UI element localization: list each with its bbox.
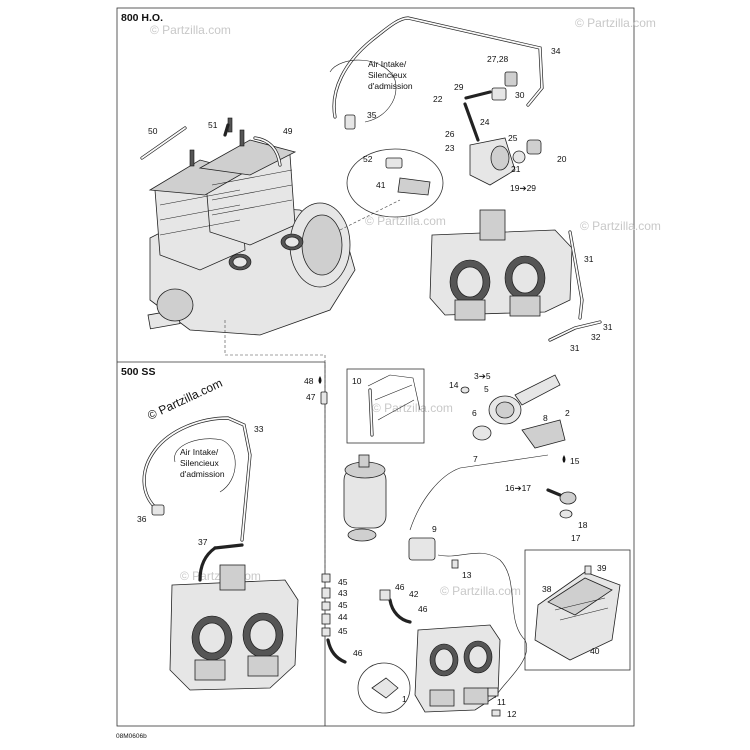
callout-3-5: 3➔5 <box>474 371 491 381</box>
watermark: © Partzilla.com <box>372 401 453 415</box>
carburetor-bottom-left <box>169 564 299 691</box>
diagram-border <box>116 7 635 727</box>
callout-46-a: 46 <box>353 648 363 658</box>
detail-box-38-40 <box>524 549 631 671</box>
callout-6: 6 <box>472 408 477 418</box>
carburetor-bottom-right <box>414 624 501 713</box>
hose-51 <box>223 123 230 137</box>
callout-30: 30 <box>515 90 525 100</box>
callout-45-a: 45 <box>338 577 348 587</box>
detail-circle-1 <box>357 662 411 714</box>
callout-2: 2 <box>565 408 570 418</box>
callout-36: 36 <box>137 514 147 524</box>
callout-12: 12 <box>507 709 517 719</box>
callout-46-c: 46 <box>418 604 428 614</box>
section-title-800-ho: 800 H.O. <box>121 12 163 24</box>
callout-9: 9 <box>432 524 437 534</box>
callout-14: 14 <box>449 380 459 390</box>
callout-11: 11 <box>497 697 506 707</box>
callout-31-c: 31 <box>570 343 580 353</box>
watermark-main: © Partzilla.com <box>145 376 224 423</box>
drop-icon <box>318 376 322 384</box>
callout-33: 33 <box>254 424 264 434</box>
air-intake-note-top-line3: d'admission <box>368 81 413 91</box>
fuel-pump-assembly <box>343 454 387 542</box>
watermark: © Partzilla.com <box>575 16 656 30</box>
part-20 <box>526 139 542 155</box>
callout-52: 52 <box>363 154 373 164</box>
airbox-part-38 <box>534 571 621 661</box>
callout-17: 17 <box>571 533 581 543</box>
callout-38: 38 <box>542 584 552 594</box>
callout-42: 42 <box>409 589 419 599</box>
part-52 <box>385 157 403 169</box>
part-30 <box>491 87 507 101</box>
watermark: © Partzilla.com <box>580 219 661 233</box>
watermark: © Partzilla.com <box>150 23 231 37</box>
callout-40: 40 <box>590 646 600 656</box>
engine-assembly <box>147 117 356 336</box>
callout-27-28: 27,28 <box>487 54 509 64</box>
callout-8: 8 <box>543 413 548 423</box>
callout-21: 21 <box>511 164 521 174</box>
callout-44: 44 <box>338 612 348 622</box>
callout-29: 29 <box>454 82 464 92</box>
callout-22: 22 <box>433 94 443 104</box>
callout-47: 47 <box>306 392 316 402</box>
watermark: © Partzilla.com <box>365 214 446 228</box>
callout-7: 7 <box>473 454 478 464</box>
callout-1: 1 <box>402 694 407 704</box>
callout-24: 24 <box>480 117 490 127</box>
cable-9 <box>409 454 549 531</box>
callout-49: 49 <box>283 126 293 136</box>
air-intake-note-bottom-line3: d'admission <box>180 469 225 479</box>
air-intake-note-top-line1: Air Intake/ <box>368 59 407 69</box>
callout-15: 15 <box>570 456 580 466</box>
callout-26: 26 <box>445 129 455 139</box>
callout-31-b: 31 <box>603 322 613 332</box>
callout-18: 18 <box>578 520 588 530</box>
callout-43: 43 <box>338 588 348 598</box>
air-intake-note-bottom-line2: Silencieux <box>180 458 219 468</box>
air-intake-note-bottom-line1: Air Intake/ <box>180 447 219 457</box>
callout-10: 10 <box>352 376 362 386</box>
callout-48: 48 <box>304 376 314 386</box>
callout-39: 39 <box>597 563 607 573</box>
callout-5: 5 <box>484 384 489 394</box>
air-intake-note-top-line2: Silencieux <box>368 70 407 80</box>
detail-box-10 <box>346 368 425 444</box>
part-2-bracket <box>521 419 566 449</box>
callout-45-b: 45 <box>338 600 348 610</box>
callout-13: 13 <box>462 570 472 580</box>
callout-45-c: 45 <box>338 626 348 636</box>
diagram-code: 08M0606b <box>116 733 147 740</box>
callout-23: 23 <box>445 143 455 153</box>
callout-46-b: 46 <box>395 582 405 592</box>
callout-37: 37 <box>198 537 208 547</box>
callout-19-29: 19➔29 <box>510 183 536 193</box>
callout-50: 50 <box>148 126 158 136</box>
detail-circle <box>346 148 444 218</box>
callout-25: 25 <box>508 133 518 143</box>
drop-icon-15 <box>562 455 566 463</box>
callout-35: 35 <box>367 110 377 120</box>
section-title-500-ss: 500 SS <box>121 366 155 378</box>
carburetor-top <box>429 209 573 321</box>
callout-31-a: 31 <box>584 254 594 264</box>
watermark: © Partzilla.com <box>440 584 521 598</box>
callout-34: 34 <box>551 46 561 56</box>
callout-51: 51 <box>208 120 218 130</box>
callout-16-17: 16➔17 <box>505 483 531 493</box>
callout-20: 20 <box>557 154 567 164</box>
callout-41: 41 <box>376 180 386 190</box>
hose-33 <box>142 416 252 542</box>
callout-32: 32 <box>591 332 601 342</box>
part-27-28 <box>504 71 518 87</box>
primer-assembly <box>488 374 561 425</box>
